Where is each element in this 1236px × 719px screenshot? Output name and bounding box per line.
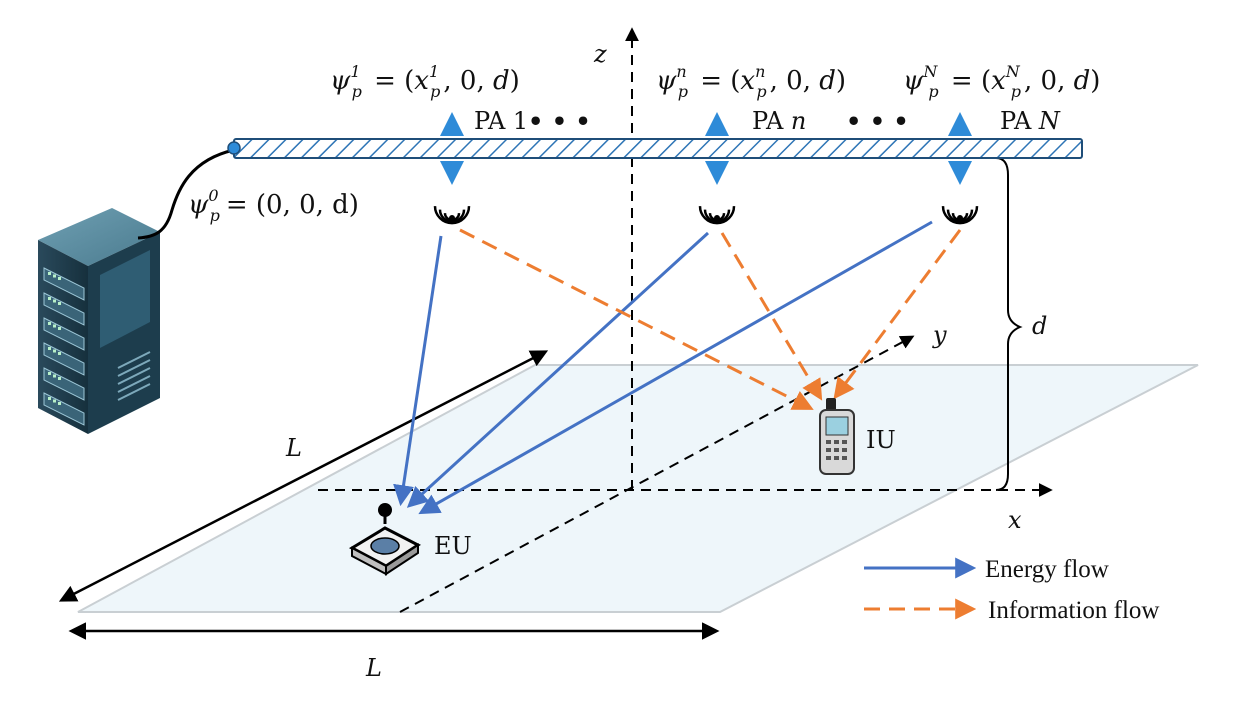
pinching-antenna-1 — [433, 112, 471, 225]
server-led — [53, 274, 56, 278]
legend: Energy flow Information flow — [864, 556, 1159, 624]
pinching-antenna-2 — [698, 112, 736, 225]
waveguide — [233, 138, 1083, 159]
feed-point — [227, 141, 241, 155]
antenna-down-triangle — [705, 161, 729, 185]
ellipsis-right: • • • — [846, 107, 909, 136]
server-vent — [117, 367, 151, 385]
height-label: d — [1032, 312, 1047, 340]
radiation-wave — [703, 209, 731, 223]
server-led — [53, 349, 56, 353]
server-led — [48, 372, 51, 375]
energy-flow-pan — [406, 231, 710, 508]
radiation-wave — [433, 206, 471, 225]
radiation-wave — [951, 212, 969, 222]
pa-name-label-3: PA N — [1000, 107, 1061, 135]
server-icon — [38, 208, 160, 434]
antenna-down-triangle — [440, 161, 464, 185]
server-led — [58, 277, 61, 280]
antenna-down-triangle — [948, 161, 972, 185]
iot-device-icon — [348, 503, 421, 576]
server-led — [58, 402, 61, 405]
information-flow-paN — [833, 229, 962, 400]
antenna-up-triangle — [440, 112, 464, 136]
z-axis-label: z — [593, 40, 607, 68]
server-led — [48, 397, 51, 400]
pinching-antenna-3 — [941, 112, 979, 225]
server-vent — [117, 383, 151, 401]
server-led — [48, 272, 51, 275]
server-vent — [117, 351, 151, 369]
radiation-wave — [438, 209, 466, 223]
legend-information-label: Information flow — [988, 597, 1159, 624]
radiation-wave — [698, 206, 736, 225]
server-led — [53, 299, 56, 303]
energy-flow-pa1 — [393, 235, 443, 507]
legend-energy-label: Energy flow — [985, 556, 1109, 583]
information-flow-pan — [720, 232, 823, 401]
pa-name-label-2: PA n — [752, 107, 806, 135]
pa-name-label-1: PA 1 — [474, 107, 528, 135]
x-axis-label: x — [1008, 506, 1022, 534]
antenna-up-triangle — [948, 112, 972, 136]
dimension-l-bottom-label: L — [365, 654, 382, 682]
server-led — [58, 302, 61, 305]
server-vent — [117, 375, 151, 393]
server-vent — [117, 359, 151, 377]
eu-label: EU — [434, 532, 472, 560]
server-led — [58, 352, 61, 355]
server-led — [58, 327, 61, 330]
server-led — [48, 347, 51, 350]
dimension-l-side-label: L — [285, 434, 302, 462]
height-brace — [995, 157, 1023, 491]
feed-cable — [137, 148, 235, 240]
radiation-wave — [941, 206, 979, 225]
y-axis — [399, 335, 915, 613]
ellipsis-left: • • • — [528, 107, 591, 136]
server-led — [58, 377, 61, 380]
radiation-wave — [708, 212, 726, 222]
dimension-l-side — [58, 350, 549, 602]
phone-icon — [819, 398, 855, 475]
radiation-wave — [443, 212, 461, 222]
antenna-up-triangle — [705, 112, 729, 136]
y-axis-label: y — [932, 321, 947, 349]
information-flow-pa1 — [459, 228, 814, 410]
server-led — [48, 322, 51, 325]
server-led — [48, 297, 51, 300]
radiation-wave — [946, 209, 974, 223]
server-led — [53, 324, 56, 328]
server-led — [53, 374, 56, 378]
server-led — [53, 399, 56, 403]
iu-label: IU — [866, 426, 896, 454]
energy-flow-paN — [418, 220, 933, 515]
